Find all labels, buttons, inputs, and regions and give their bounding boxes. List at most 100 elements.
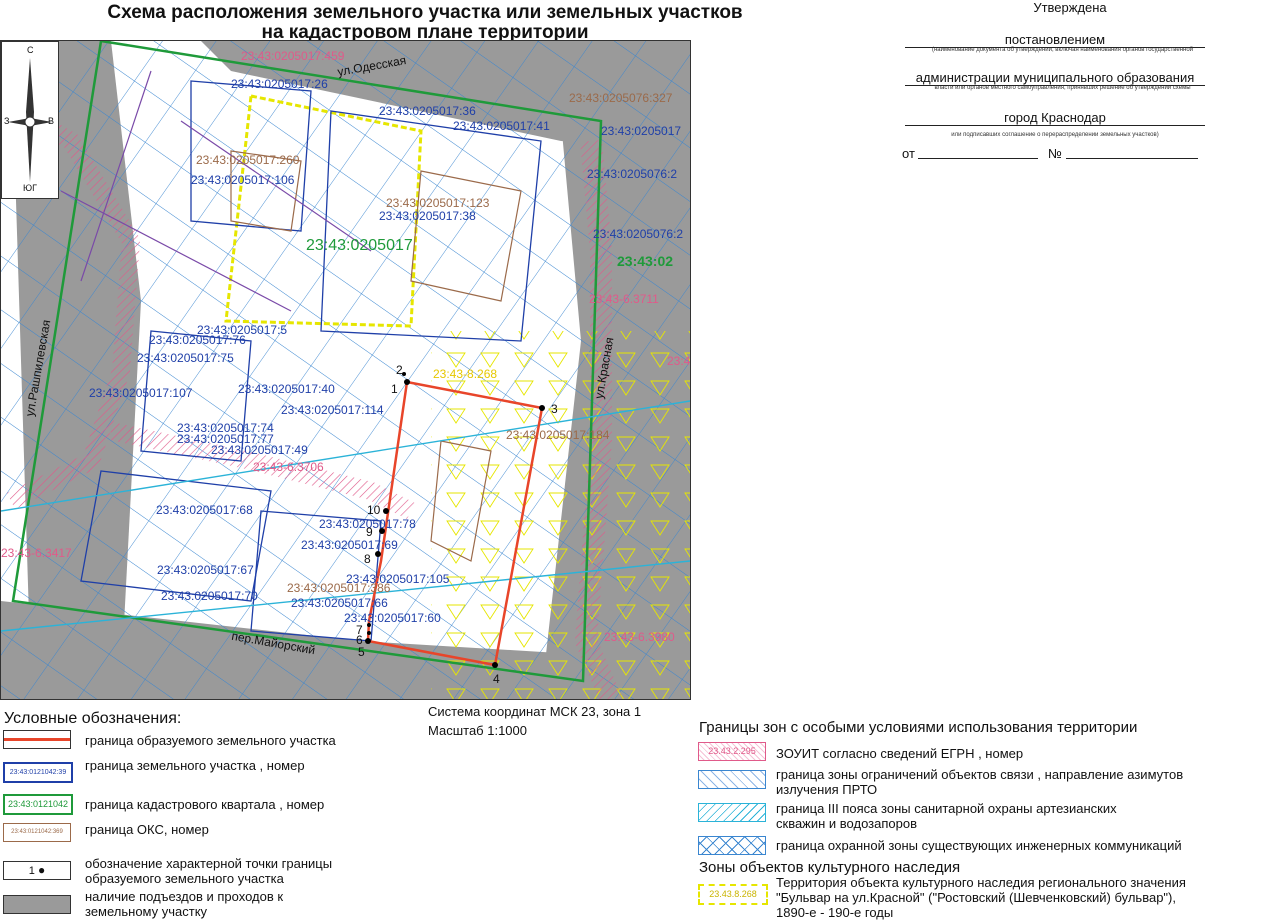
legend-sample: 23:43:0121042:39	[9, 769, 67, 776]
zone-label: 23:43-6.3417	[1, 546, 72, 560]
parcel-label: 23:43:0205017:76	[149, 333, 246, 347]
parcel-label: 23:43:0205076:2	[587, 167, 678, 181]
engineering-lines	[60, 70, 372, 312]
parcel-label: 23:43:0205017:105	[346, 572, 450, 586]
zones-legend-title: Границы зон с особыми условиями использо…	[699, 719, 1138, 736]
from-field[interactable]	[918, 158, 1038, 159]
authority-line: администрации муниципального образования	[905, 70, 1205, 86]
parcel-label: 23:43:0205017:69	[301, 538, 398, 552]
legend-title: Условные обозначения:	[4, 710, 182, 727]
compass: С З В ЮГ	[1, 41, 59, 199]
legend-text: обозначение характерной точки границы об…	[85, 856, 333, 886]
compass-rose-icon	[8, 58, 52, 182]
legend-text: наличие подъездов и проходов к земельном…	[85, 889, 284, 919]
point-label: 2	[396, 363, 403, 377]
point-label: 4	[493, 672, 500, 686]
quarter-label: 23:43:0205017	[306, 237, 413, 254]
legend-sample: 23:43:0121042	[7, 799, 69, 809]
resolution-line: постановлением	[905, 32, 1205, 48]
legend-text: граница образуемого земельного участка	[85, 733, 336, 748]
parcel-label: 23:43:0205017:68	[156, 503, 253, 517]
parcel-label: 23:43:0205017	[601, 124, 682, 138]
quarter-boundary	[11, 41, 603, 683]
point-label: 8	[364, 552, 371, 566]
parcel-label: 23:43:0205017:74	[177, 421, 274, 435]
compass-east: В	[48, 116, 55, 126]
coord-system: Система координат МСК 23, зона 1	[428, 704, 642, 719]
compass-south: ЮГ	[23, 183, 37, 193]
legend-text: граница кадастрового квартала , номер	[85, 797, 325, 812]
parcel-label: 23:43:0205017:459	[241, 49, 345, 63]
legend-text: граница земельного участка , номер	[85, 758, 305, 773]
characteristic-points	[365, 372, 545, 668]
legend-sample: 23:43:0121042:369	[11, 829, 63, 835]
cadastral-map: С З В ЮГ ул.Одесская ул.Рашпилевская ул.…	[0, 40, 691, 700]
authority-note: власти или органов местного самоуправлен…	[934, 85, 1191, 91]
heritage-zone-fill	[431, 331, 690, 699]
city-line: город Краснодар	[905, 110, 1205, 126]
oks-outlines	[230, 150, 522, 562]
parcel-label: 23:43:0205017:49	[211, 443, 308, 457]
legend-swatch-oks: 23:43:0121042:369	[3, 823, 71, 842]
legend-swatch-quarter: 23:43:0121042	[3, 794, 73, 815]
point-label: 9	[366, 525, 373, 539]
zones-text: граница охранной зоны существующих инжен…	[776, 838, 1182, 853]
point-label: 1	[391, 382, 398, 396]
number-field[interactable]	[1066, 158, 1198, 159]
parcel-label: 23:43:0205017:106	[191, 173, 295, 187]
parcel-label: 23:43:0205017:36	[379, 104, 476, 118]
title-line-1: Схема расположения земельного участка ил…	[107, 2, 743, 23]
zone-label: 23:43-6.3980	[604, 630, 675, 644]
zones-text: граница зоны ограничений объектов связи …	[776, 767, 1184, 797]
oks-label: 23:43:0205017:386	[287, 581, 391, 595]
heritage-title: Зоны объектов культурного наследия	[699, 859, 961, 876]
heritage-swatch: 23.43.8.268	[698, 884, 768, 905]
parcel-label: 23:43:0205017:114	[281, 403, 384, 417]
parcel-label: 23:43:0205017:75	[137, 351, 234, 365]
from-label: от	[902, 146, 915, 161]
parcel-label: 23:43:0205017:40	[238, 382, 335, 396]
legend-swatch-access	[3, 895, 71, 914]
approved-label: Утверждена	[1033, 0, 1107, 15]
legend-sample: 1	[28, 865, 35, 877]
number-label: №	[1048, 146, 1062, 161]
compass-north: С	[27, 45, 34, 55]
zone-band-west	[1, 93, 141, 510]
heritage-sample: 23.43.8.268	[709, 889, 757, 899]
legend-text: граница ОКС, номер	[85, 822, 209, 837]
point-label: 5	[358, 645, 365, 659]
legend-swatch-point: 1 ●	[3, 861, 71, 880]
parcel-label: 23:43:0205017:67	[157, 563, 254, 577]
sanitary-lines	[1, 400, 690, 632]
zone-band-middle	[109, 422, 416, 520]
title-line-2: на кадастровом плане территории	[261, 22, 589, 43]
oks-label: 23:43:0205017:260	[196, 153, 300, 167]
parcel-label: 23:43:0205017:38	[379, 209, 476, 223]
legend-swatch-parcel: 23:43:0121042:39	[3, 762, 73, 783]
parcel-label: 23:43:0205017:78	[319, 517, 416, 531]
parcel-label: 23:43:0205017:26	[231, 77, 328, 91]
legend-swatch-formed	[3, 730, 71, 749]
parcel-label: 23:43:0205017:107	[89, 386, 193, 400]
point-label: 10	[367, 503, 381, 517]
zones-swatch-sanitary	[698, 803, 766, 822]
zone-label: 23:43-	[667, 354, 691, 368]
parcel-label: 23:43:0205017:66	[291, 596, 388, 610]
compass-west: З	[4, 116, 10, 126]
zone-label: 23:43-6.3711	[589, 292, 659, 306]
parcel-label: 23:43:0205076:2	[593, 227, 684, 241]
oks-label: 23:43:0205017:184	[506, 428, 610, 442]
point-label: 7	[356, 623, 363, 637]
map-svg	[1, 41, 690, 699]
heritage-text: Территория объекта культурного наследия …	[776, 875, 1186, 920]
parcel-label: 23:43:0205017:5	[197, 323, 288, 337]
zones-swatch-zouit: 23.43.2.295	[698, 742, 766, 761]
zones-text: ЗОУИТ согласно сведений ЕГРН , номер	[776, 746, 1024, 761]
point-label: 6	[356, 633, 363, 647]
oks-label: 23:43:0205076:327	[569, 91, 673, 105]
zones-sample: 23.43.2.295	[708, 746, 756, 756]
parcel-label: 23:43:0205017:41	[453, 119, 550, 133]
zone-label: 23:43-8.268	[433, 367, 498, 381]
document-title: Схема расположения земельного участка ил…	[80, 3, 770, 43]
zones-text: граница III пояса зоны санитарной охраны…	[776, 801, 1117, 831]
